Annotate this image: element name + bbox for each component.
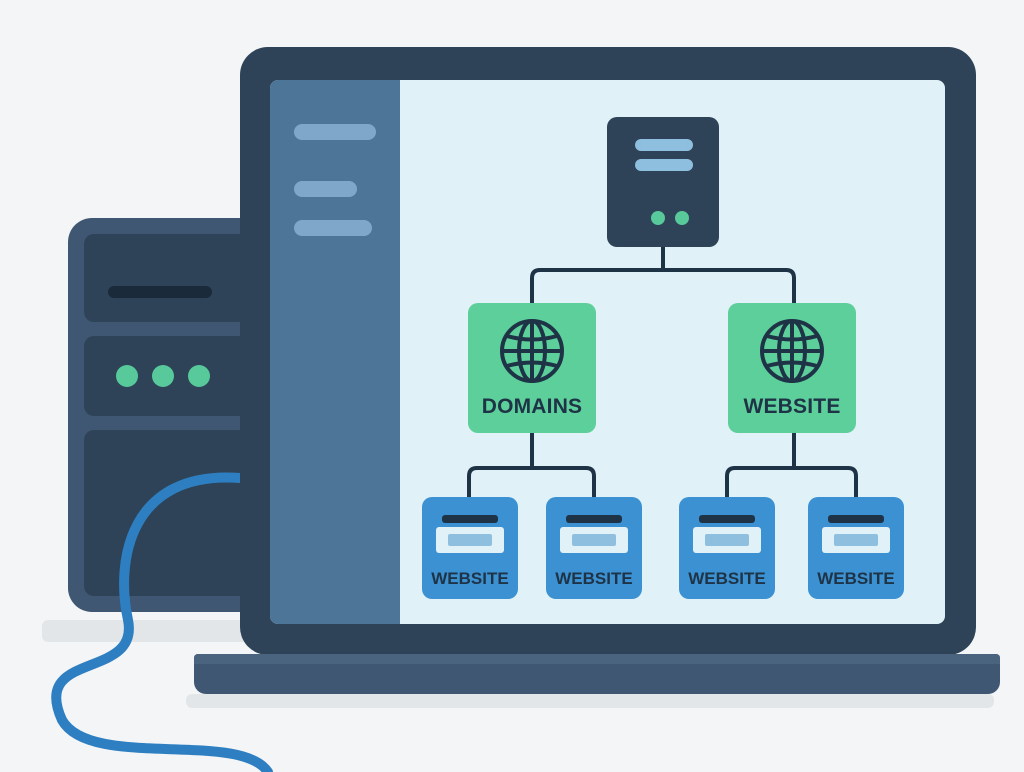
domains-node: DOMAINS bbox=[468, 303, 596, 433]
node-label: WEBSITE bbox=[431, 569, 509, 588]
server-led bbox=[116, 365, 138, 387]
node-label: WEBSITE bbox=[688, 569, 766, 588]
node-label: DOMAINS bbox=[481, 395, 583, 418]
globe-icon bbox=[760, 319, 824, 383]
server-bottom-panel bbox=[84, 430, 252, 596]
node-label: WEBSITE bbox=[743, 395, 841, 418]
sidebar-item[interactable] bbox=[294, 220, 372, 236]
browser-content bbox=[705, 534, 749, 546]
server-led bbox=[675, 211, 689, 225]
server-led bbox=[651, 211, 665, 225]
globe-icon bbox=[500, 319, 564, 383]
server-icon-bar bbox=[635, 159, 693, 171]
sidebar bbox=[270, 80, 400, 624]
server-led bbox=[152, 365, 174, 387]
server-led-panel bbox=[84, 336, 252, 416]
website-leaf-node: WEBSITE bbox=[422, 497, 518, 599]
sidebar-item[interactable] bbox=[294, 124, 376, 140]
browser-window-icon bbox=[442, 515, 498, 523]
browser-window-icon bbox=[566, 515, 622, 523]
website-leaf-node: WEBSITE bbox=[808, 497, 904, 599]
laptop-shadow bbox=[186, 694, 994, 708]
server-drive-slot bbox=[108, 286, 212, 298]
server-top-panel bbox=[84, 234, 252, 322]
node-label: WEBSITE bbox=[555, 569, 633, 588]
website-leaf-node: WEBSITE bbox=[679, 497, 775, 599]
browser-content bbox=[448, 534, 492, 546]
server-tower bbox=[68, 218, 268, 612]
laptop-base-edge bbox=[194, 654, 1000, 664]
server-led bbox=[188, 365, 210, 387]
node-label: WEBSITE bbox=[817, 569, 895, 588]
server-shadow bbox=[42, 620, 252, 642]
browser-content bbox=[572, 534, 616, 546]
browser-window-icon bbox=[699, 515, 755, 523]
root-server-node bbox=[607, 117, 719, 247]
browser-content bbox=[834, 534, 878, 546]
website-node: WEBSITE bbox=[728, 303, 856, 433]
website-leaf-node: WEBSITE bbox=[546, 497, 642, 599]
server-icon-bar bbox=[635, 139, 693, 151]
browser-window-icon bbox=[828, 515, 884, 523]
sidebar-item[interactable] bbox=[294, 181, 357, 197]
